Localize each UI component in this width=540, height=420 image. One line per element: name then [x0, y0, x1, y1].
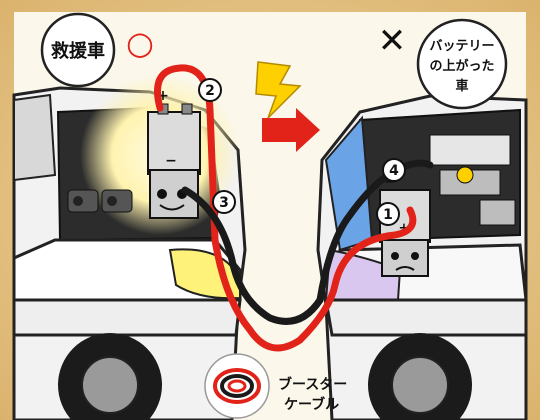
dead-battery-minus: −	[384, 174, 396, 190]
lightning-icon	[255, 61, 302, 119]
dead-car-label-line1: バッテリー	[429, 39, 494, 54]
rescue-car-label: 救援車	[51, 40, 105, 62]
right-arrow-icon	[262, 108, 320, 152]
rescue-car-label-bubble: 救援車	[40, 12, 116, 88]
step-3: 3	[212, 190, 236, 214]
svg-text:3: 3	[219, 195, 229, 211]
step-2: 2	[198, 78, 222, 102]
booster-cable-red	[154, 64, 417, 352]
cable-coil-icon	[204, 353, 270, 419]
dead-car-label-line3: 車	[455, 78, 468, 94]
cable-label-line1: ブースター	[278, 376, 347, 393]
svg-text:1: 1	[383, 207, 393, 223]
svg-text:4: 4	[389, 163, 399, 179]
rescue-car: + −	[12, 75, 247, 420]
step-1: 1	[376, 202, 400, 226]
dead-wheel	[368, 333, 472, 420]
dead-car-label-line2: の上がった	[429, 58, 494, 74]
step-4: 4	[382, 158, 406, 182]
svg-text:2: 2	[205, 83, 215, 99]
rescue-wheel	[58, 333, 162, 420]
dead-car: + −	[316, 94, 528, 420]
rescue-battery-minus: −	[165, 153, 177, 169]
good-mark-icon: ○	[126, 24, 154, 62]
rescue-battery-plus: +	[157, 88, 169, 104]
dead-car-label-bubble: バッテリー の上がった 車	[416, 18, 508, 110]
cable-label-line2: ケーブル	[284, 396, 339, 413]
bad-mark-icon: ✕	[378, 21, 407, 61]
